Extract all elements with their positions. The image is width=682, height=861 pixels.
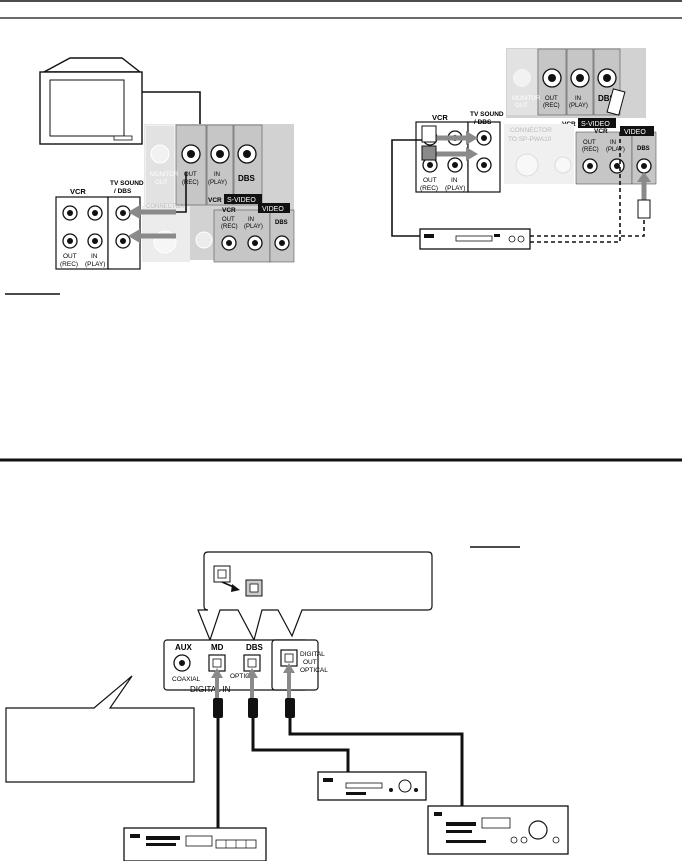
tl-monitor-out-label: OUT bbox=[155, 180, 168, 186]
tr-monitor-out-label: OUT bbox=[515, 103, 528, 109]
tl-in-label-lower: IN bbox=[248, 217, 254, 223]
amplifier-icon bbox=[427, 805, 569, 855]
tr-dbs-label-lower: DBS bbox=[637, 146, 650, 152]
tl-out-label: OUT bbox=[63, 253, 77, 260]
tl-svideo-jacks bbox=[150, 144, 257, 164]
tl-dbs-label-lower: DBS bbox=[275, 220, 288, 226]
tr-out-label-lower: OUT bbox=[583, 140, 596, 146]
tl-play-label-upper: (PLAY) bbox=[208, 180, 227, 186]
dbs-tuner-icon bbox=[317, 771, 427, 801]
tr-play-label-upper: (PLAY) bbox=[569, 103, 588, 109]
optical-cap-icon bbox=[213, 565, 263, 597]
tr-connector-label: CONNECTOR bbox=[510, 127, 552, 134]
md-label: MD bbox=[211, 643, 224, 652]
tr-in-label-upper: IN bbox=[575, 96, 581, 102]
tr-out-label: OUT bbox=[423, 177, 437, 184]
tl-video-label: VIDEO bbox=[262, 206, 284, 213]
tr-rec-label-upper: (REC) bbox=[543, 103, 560, 109]
tl-out-label-upper: OUT bbox=[184, 172, 197, 178]
coaxial-label: COAXIAL bbox=[172, 676, 201, 683]
tl-video-jacks bbox=[221, 235, 290, 251]
dbs-label: DBS bbox=[246, 643, 264, 652]
tr-rec-label: (REC) bbox=[420, 185, 438, 192]
tl-monitor-label: MONITOR bbox=[150, 172, 179, 178]
tl-tvsound-title: TV SOUND bbox=[110, 180, 144, 187]
top-right-diagram: MONITOR OUT OUT (REC) IN (PLAY) DBS VCR … bbox=[391, 48, 657, 250]
digital-diagram: AUX MD DBS COAXIAL OPTICAL DIGITAL IN DI… bbox=[5, 551, 569, 861]
tl-in-label: IN bbox=[91, 253, 98, 260]
vcr-icon bbox=[419, 228, 531, 250]
tl-play-label-lower: (PLAY) bbox=[244, 224, 263, 230]
digital-in-label: DIGITAL IN bbox=[190, 685, 231, 694]
tr-vcr-label-lower: VCR bbox=[594, 128, 608, 135]
optical-label: OPTICAL bbox=[230, 673, 258, 680]
tr-vcr-title: VCR bbox=[432, 113, 448, 122]
tl-vcr-rca-jacks bbox=[62, 205, 131, 249]
tl-vcr-label-lower: VCR bbox=[222, 207, 236, 214]
digital-out-label-3: OPTICAL bbox=[300, 667, 328, 674]
top-left-diagram: MONITOR OUT OUT (REC) IN (PLAY) DBS VCR … bbox=[39, 57, 295, 270]
tl-dbs-label-upper: DBS bbox=[238, 174, 256, 183]
tr-tvsound-dbs-title: / DBS bbox=[474, 119, 492, 126]
tr-in-label: IN bbox=[451, 177, 458, 184]
tl-svideo-label: S-VIDEO bbox=[227, 197, 256, 204]
tr-svideo-label: S-VIDEO bbox=[581, 121, 610, 128]
tr-monitor-label: MONITOR bbox=[512, 96, 541, 102]
tl-connector-label: CONNECTOR bbox=[146, 204, 185, 210]
tr-play-label-lower: (PLAY) bbox=[606, 147, 625, 153]
tr-dbs-label-upper: DBS bbox=[598, 94, 616, 103]
tl-tvsound-dbs-title: / DBS bbox=[114, 188, 132, 195]
tr-rec-label-lower: (REC) bbox=[582, 147, 599, 153]
tr-play-label: (PLAY) bbox=[445, 185, 465, 192]
tr-tvsound-title: TV SOUND bbox=[470, 111, 504, 118]
tl-rec-label-upper: (REC) bbox=[182, 180, 199, 186]
digital-out-label-2: OUT bbox=[303, 659, 317, 666]
tl-vcr-title: VCR bbox=[70, 187, 86, 196]
coaxial-note-callout bbox=[5, 675, 195, 783]
tl-rec-label-lower: (REC) bbox=[221, 224, 238, 230]
tr-to-sp-label: TO SP-PWA10 bbox=[508, 136, 552, 143]
tl-in-label-upper: IN bbox=[214, 172, 220, 178]
md-deck-icon bbox=[123, 827, 267, 861]
tr-in-label-lower: IN bbox=[610, 140, 616, 146]
tl-out-label-lower: OUT bbox=[222, 217, 235, 223]
tl-rec-label: (REC) bbox=[60, 261, 78, 268]
aux-label: AUX bbox=[175, 643, 193, 652]
tv-icon bbox=[39, 57, 143, 145]
tl-play-label: (PLAY) bbox=[85, 261, 105, 268]
optical-cap-callout bbox=[197, 551, 433, 642]
tr-out-label-upper: OUT bbox=[545, 96, 558, 102]
digital-out-label-1: DIGITAL bbox=[300, 651, 325, 658]
tl-vcr-label-mid: VCR bbox=[208, 197, 222, 204]
tr-video-label: VIDEO bbox=[624, 129, 646, 136]
